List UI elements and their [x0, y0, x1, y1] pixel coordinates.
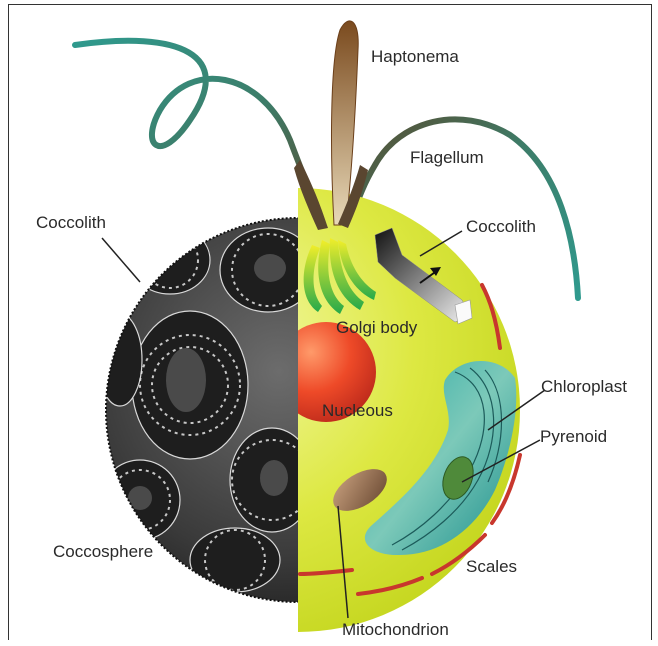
- label-coccolith-right: Coccolith: [466, 217, 536, 236]
- label-golgi-body: Golgi body: [336, 318, 418, 337]
- left-flagellum: [75, 41, 325, 225]
- label-mitochondrion: Mitochondrion: [342, 620, 449, 639]
- label-chloroplast: Chloroplast: [541, 377, 627, 396]
- label-scales: Scales: [466, 557, 517, 576]
- label-pyrenoid: Pyrenoid: [540, 427, 607, 446]
- label-nucleous: Nucleous: [322, 401, 393, 420]
- label-coccolith-left: Coccolith: [36, 213, 106, 232]
- label-haptonema: Haptonema: [371, 47, 459, 66]
- label-flagellum: Flagellum: [410, 148, 484, 167]
- label-coccosphere: Coccosphere: [53, 542, 153, 561]
